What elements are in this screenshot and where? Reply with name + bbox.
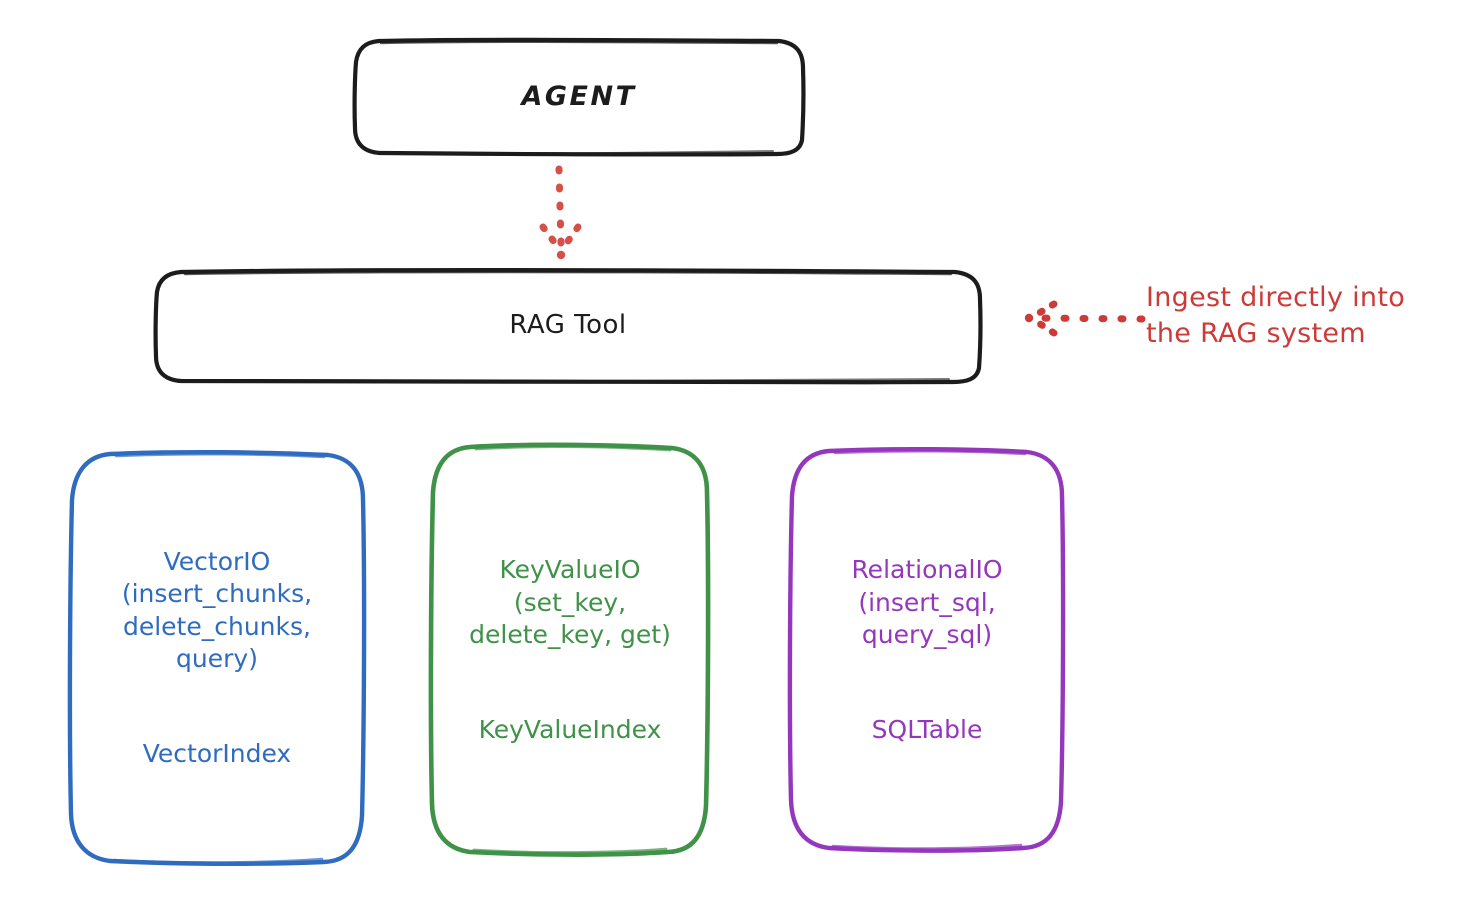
vector-io-node[interactable]: VectorIO (insert_chunks, delete_chunks, … [66,448,368,868]
agent-label: AGENT [521,80,637,112]
relational-io-subtitle: SQLTable [871,714,983,744]
ingest-arrow [1024,300,1146,337]
key-value-io-node[interactable]: KeyValueIO (set_key, delete_key, get) Ke… [428,442,712,858]
relational-io-block: RelationalIO (insert_sql, query_sql) SQL… [841,534,1012,767]
ingest-annotation: Ingest directly into the RAG system [1146,282,1406,349]
rag-tool-node[interactable]: RAG Tool [153,268,983,385]
key-value-io-title: KeyValueIO (set_key, delete_key, get) [469,555,671,650]
rag-tool-label: RAG Tool [509,310,627,341]
vector-io-subtitle: VectorIndex [142,739,292,769]
vector-io-block: VectorIO (insert_chunks, delete_chunks, … [112,525,322,790]
key-value-io-subtitle: KeyValueIndex [478,714,662,744]
agent-node[interactable]: AGENT [352,37,806,157]
agent-to-rag-tool-arrow [539,165,582,260]
key-value-io-block: KeyValueIO (set_key, delete_key, get) Ke… [459,534,681,767]
vector-io-title: VectorIO (insert_chunks, delete_chunks, … [121,546,313,674]
relational-io-node[interactable]: RelationalIO (insert_sql, query_sql) SQL… [787,446,1067,854]
relational-io-title: RelationalIO (insert_sql, query_sql) [851,555,1003,650]
